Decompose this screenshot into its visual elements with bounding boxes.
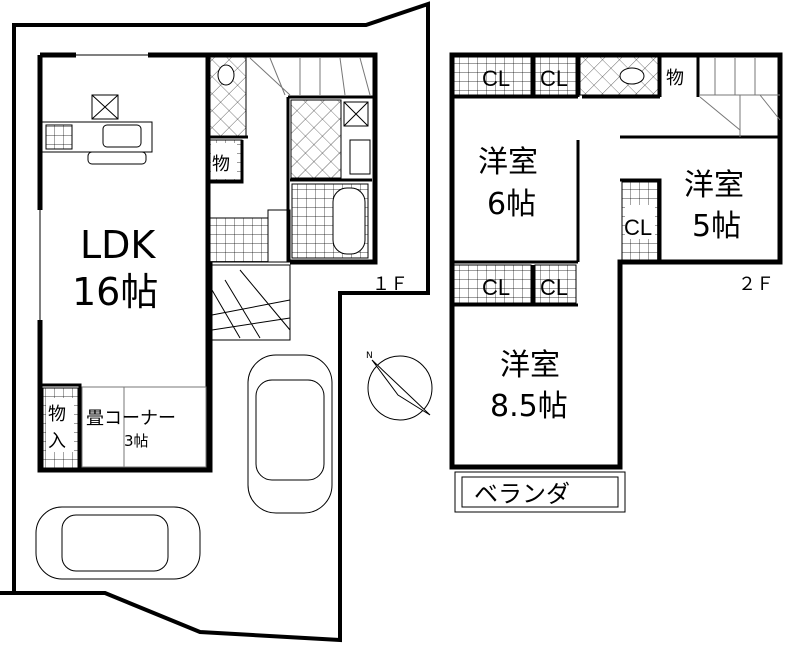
compass-icon: N [366,351,433,421]
toilet-icon [217,64,235,86]
room85-label: 洋室 [500,348,560,383]
tatami-corner-label: 畳コーナー [86,408,176,429]
closet-label-1: 物 [48,404,66,425]
room85-size: 8.5帖 [490,389,568,424]
toilet-room-2f [579,56,659,96]
room5-size: 5帖 [692,209,741,244]
tatami-corner [81,386,207,468]
vanity [349,139,371,175]
ldk-size: 16帖 [72,270,158,314]
closet-label-d: CL [482,275,510,300]
parking-car-horizontal [35,506,201,580]
stove-icon [45,124,73,150]
stairs-2f [699,58,781,137]
ldk-label: LDK [80,223,156,267]
sink-icon [102,124,142,148]
svg-text:N: N [366,351,373,361]
floor-2: CL CL 物 洋室 6帖 CL 洋室 5帖 ２Ｆ CL CL 洋室 8.5帖 … [449,52,783,513]
range-hood [91,94,119,120]
closet-label-b: CL [540,66,568,91]
closet-label-2: 入 [48,431,66,452]
room6-label: 洋室 [478,145,538,180]
bathtub-icon [332,187,366,255]
closet-label-a: CL [482,66,510,91]
site-boundary [0,1,430,643]
closet-label-c: CL [624,215,652,240]
storage-label-2f: 物 [666,68,684,89]
stairs-1f [249,57,371,96]
entrance [209,264,291,341]
tatami-corner-size: 3帖 [124,432,149,450]
storage-label: 物 [212,154,230,175]
floor-2-label: ２Ｆ [738,274,774,295]
floor-1: 物 LDK 16帖 物 入 畳コーナー 3帖 １Ｆ [0,1,433,643]
parking-car-vertical [247,354,333,514]
toilet-icon-2f [619,67,645,85]
exterior-walls-2f [449,52,783,470]
room6-size: 6帖 [487,187,536,222]
balcony-label: ベランダ [474,480,570,508]
room5-label: 洋室 [684,168,744,203]
balcony [454,471,626,513]
closet-label-e: CL [540,275,568,300]
washroom [290,99,342,179]
floor-1-label: １Ｆ [372,274,408,295]
